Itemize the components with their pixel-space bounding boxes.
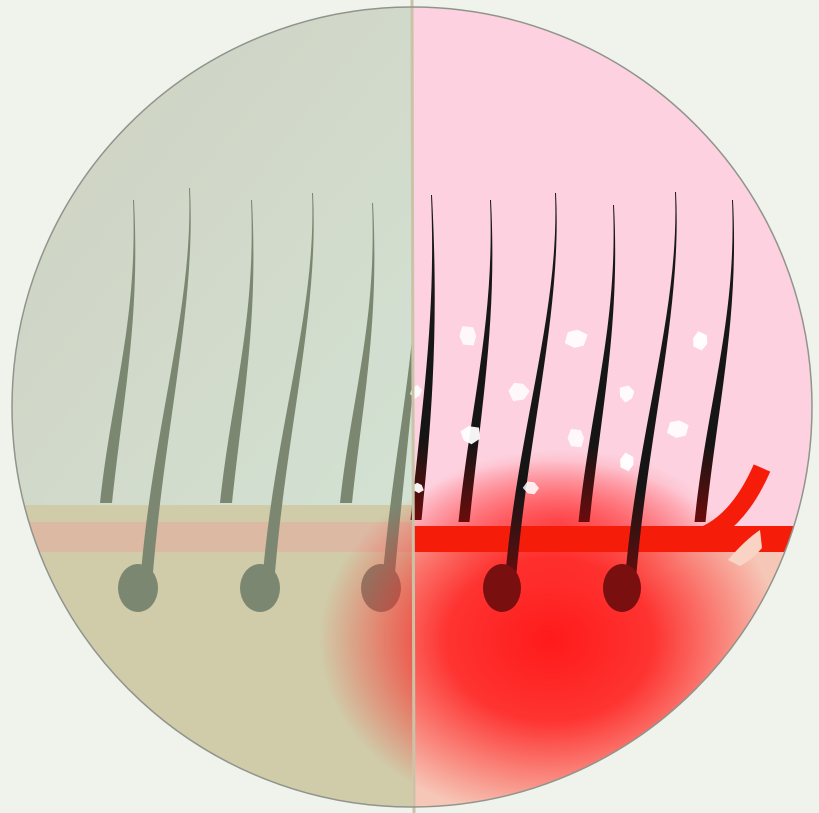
- hair-follicle-bulb: [483, 564, 521, 612]
- hair-follicle-bulb: [118, 564, 158, 612]
- hair-follicle-bulb: [603, 564, 641, 612]
- hair-follicle-bulb: [240, 564, 280, 612]
- panel-divider: [412, 0, 414, 813]
- left-skin-band: [0, 522, 412, 552]
- inflammation-area: [320, 460, 780, 813]
